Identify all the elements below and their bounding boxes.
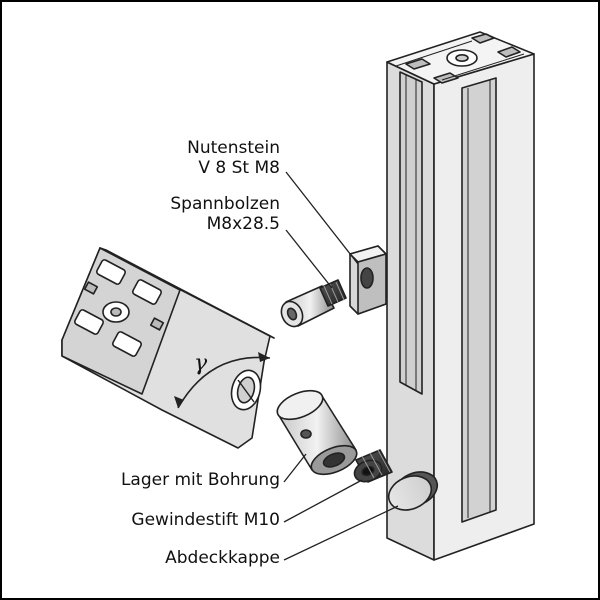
leader-abdeckkappe bbox=[283, 505, 399, 561]
label-nutenstein-line1: Nutenstein bbox=[187, 138, 280, 158]
aluminium-profile bbox=[386, 31, 535, 561]
t-slot-nut bbox=[349, 245, 387, 315]
leader-lines bbox=[283, 171, 399, 561]
bearing-with-bore bbox=[276, 389, 358, 476]
set-screw bbox=[353, 449, 393, 483]
label-lager-mit-bohrung: Lager mit Bohrung bbox=[120, 470, 280, 490]
angle-indicator: γ bbox=[174, 351, 271, 409]
label-spannbolzen: Spannbolzen M8x28.5 bbox=[170, 194, 280, 234]
leader-lager bbox=[283, 453, 307, 483]
label-abdeckkappe: Abdeckkappe bbox=[165, 548, 280, 568]
label-gewindestift: Gewindestift M10 bbox=[131, 510, 280, 530]
label-spannbolzen-line1: Spannbolzen bbox=[170, 194, 280, 214]
tension-bolt bbox=[280, 279, 347, 328]
angle-gamma-label: γ bbox=[194, 351, 208, 376]
angle-plate bbox=[61, 247, 275, 449]
label-spannbolzen-line2: M8x28.5 bbox=[206, 214, 280, 234]
cover-cap bbox=[387, 471, 439, 511]
label-nutenstein-line2: V 8 St M8 bbox=[198, 158, 280, 178]
leader-nutenstein bbox=[285, 171, 359, 265]
label-nutenstein: Nutenstein V 8 St M8 bbox=[187, 138, 280, 178]
leader-gewindestift bbox=[283, 479, 363, 523]
leader-spannbolzen bbox=[285, 229, 333, 289]
